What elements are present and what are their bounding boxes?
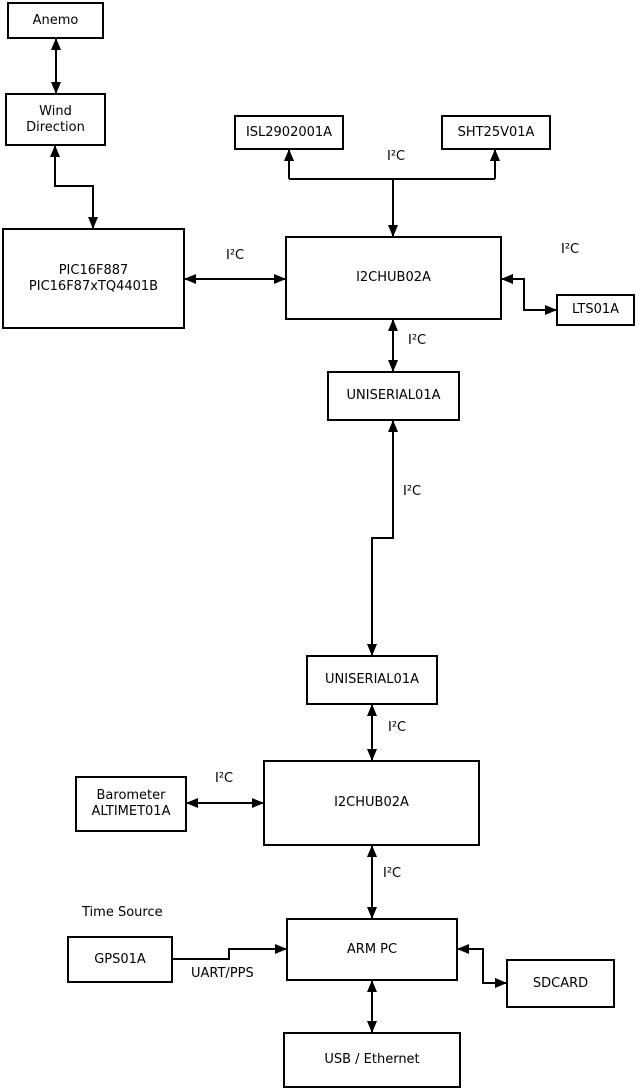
- label-i2c-hub-lts: I²C: [561, 242, 580, 257]
- box-anemo: Anemo: [7, 2, 104, 39]
- box-pic: PIC16F887 PIC16F87xTQ4401B: [2, 228, 185, 329]
- box-barometer: Barometer ALTIMET01A: [75, 776, 187, 832]
- box-gps-label: GPS01A: [94, 951, 146, 967]
- label-i2c-hub-sensors: I²C: [387, 149, 406, 164]
- box-hub-bottom-label: I2CHUB02A: [334, 795, 409, 810]
- box-sht: SHT25V01A: [441, 115, 551, 150]
- box-uniserial-bottom-label: UNISERIAL01A: [325, 672, 419, 687]
- connector-armpc-sdcard: [457, 944, 507, 988]
- connector-winddirection-pic: [50, 145, 98, 229]
- box-arm-pc: ARM PC: [286, 918, 458, 981]
- box-lts: LTS01A: [556, 294, 635, 326]
- box-sht-label: SHT25V01A: [457, 124, 535, 140]
- label-i2c-pic-hub: I²C: [226, 248, 245, 263]
- box-gps: GPS01A: [67, 936, 173, 983]
- box-wind-direction-line2: Direction: [26, 119, 85, 135]
- label-i2c-hub-uniserial: I²C: [408, 333, 427, 348]
- box-hub-bottom: I2CHUB02A: [263, 760, 480, 846]
- box-wind-direction-line1: Wind: [39, 103, 72, 119]
- box-anemo-label: Anemo: [32, 12, 79, 28]
- label-i2c-barometer-hub2: I²C: [215, 771, 234, 786]
- connector-gps-armpc: [173, 944, 287, 960]
- label-uart-pps: UART/PPS: [191, 966, 254, 981]
- label-time-source: Time Source: [82, 905, 163, 920]
- box-isl-label: ISL2902001A: [245, 124, 333, 140]
- box-barometer-line2: ALTIMET01A: [91, 804, 171, 819]
- box-hub-top: I2CHUB02A: [285, 236, 502, 320]
- box-usb-ethernet-label: USB / Ethernet: [324, 1052, 420, 1067]
- box-barometer-line1: Barometer: [96, 788, 166, 803]
- box-wind-direction: Wind Direction: [5, 93, 106, 146]
- box-uniserial-bottom: UNISERIAL01A: [306, 655, 438, 705]
- connector-uniserial-link: [367, 420, 398, 656]
- box-hub-top-label: I2CHUB02A: [356, 270, 431, 285]
- box-sdcard-label: SDCARD: [532, 975, 589, 991]
- box-arm-pc-label: ARM PC: [346, 941, 398, 957]
- label-i2c-uniserial-hub2: I²C: [388, 720, 407, 735]
- box-usb-ethernet: USB / Ethernet: [283, 1032, 461, 1088]
- box-uniserial-top: UNISERIAL01A: [327, 371, 460, 421]
- box-uniserial-top-label: UNISERIAL01A: [346, 388, 441, 403]
- box-pic-line2: PIC16F87xTQ4401B: [28, 278, 159, 294]
- box-sdcard: SDCARD: [506, 959, 615, 1008]
- label-i2c-uniserial-link: I²C: [403, 484, 422, 499]
- box-lts-label: LTS01A: [571, 302, 620, 317]
- label-i2c-hub2-armpc: I²C: [383, 866, 402, 881]
- box-isl: ISL2902001A: [234, 115, 344, 150]
- connector-hubtop-lts: [501, 274, 557, 315]
- box-pic-line1: PIC16F887: [58, 262, 129, 278]
